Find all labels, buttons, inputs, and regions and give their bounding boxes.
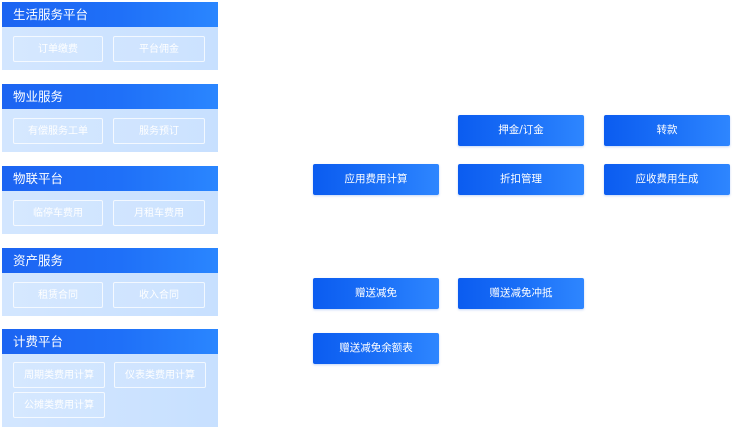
group-life-service-platform: 生活服务平台 订单缴费 平台佣金 xyxy=(2,2,218,70)
chip-shared-fee-calc[interactable]: 公摊类费用计算 xyxy=(13,392,105,418)
group-title: 生活服务平台 xyxy=(2,2,218,27)
chip-lease-contract[interactable]: 租赁合同 xyxy=(13,282,103,308)
group-billing-platform: 计费平台 周期类费用计算 仪表类费用计算 公摊类费用计算 xyxy=(2,329,218,427)
chip-temp-parking-fee[interactable]: 临停车费用 xyxy=(13,200,103,226)
group-body: 周期类费用计算 仪表类费用计算 公摊类费用计算 xyxy=(2,354,218,427)
transfer-button[interactable]: 转款 xyxy=(604,115,730,146)
group-body: 有偿服务工单 服务预订 xyxy=(2,109,218,152)
chip-paid-service-order[interactable]: 有偿服务工单 xyxy=(13,118,103,144)
group-iot-platform: 物联平台 临停车费用 月租车费用 xyxy=(2,166,218,234)
group-body: 临停车费用 月租车费用 xyxy=(2,191,218,234)
group-body: 订单缴费 平台佣金 xyxy=(2,27,218,70)
group-body: 租赁合同 收入合同 xyxy=(2,273,218,316)
chip-order-payment[interactable]: 订单缴费 xyxy=(13,36,103,62)
group-title: 计费平台 xyxy=(2,329,218,354)
group-title: 物联平台 xyxy=(2,166,218,191)
chip-meter-fee-calc[interactable]: 仪表类费用计算 xyxy=(114,362,206,388)
apply-fee-calc-button[interactable]: 应用费用计算 xyxy=(313,164,439,195)
gift-waiver-balance-button[interactable]: 赠送减免余额表 xyxy=(313,333,439,364)
gift-waiver-button[interactable]: 赠送减免 xyxy=(313,278,439,309)
chip-platform-commission[interactable]: 平台佣金 xyxy=(113,36,205,62)
chip-service-booking[interactable]: 服务预订 xyxy=(113,118,205,144)
gift-waiver-offset-button[interactable]: 赠送减免冲抵 xyxy=(458,278,584,309)
group-asset-service: 资产服务 租赁合同 收入合同 xyxy=(2,248,218,316)
chip-monthly-parking-fee[interactable]: 月租车费用 xyxy=(113,200,205,226)
chip-periodic-fee-calc[interactable]: 周期类费用计算 xyxy=(13,362,105,388)
receivable-generation-button[interactable]: 应收费用生成 xyxy=(604,164,730,195)
discount-management-button[interactable]: 折扣管理 xyxy=(458,164,584,195)
chip-income-contract[interactable]: 收入合同 xyxy=(113,282,205,308)
group-title: 物业服务 xyxy=(2,84,218,109)
group-property-service: 物业服务 有偿服务工单 服务预订 xyxy=(2,84,218,152)
deposit-button[interactable]: 押金/订金 xyxy=(458,115,584,146)
group-title: 资产服务 xyxy=(2,248,218,273)
